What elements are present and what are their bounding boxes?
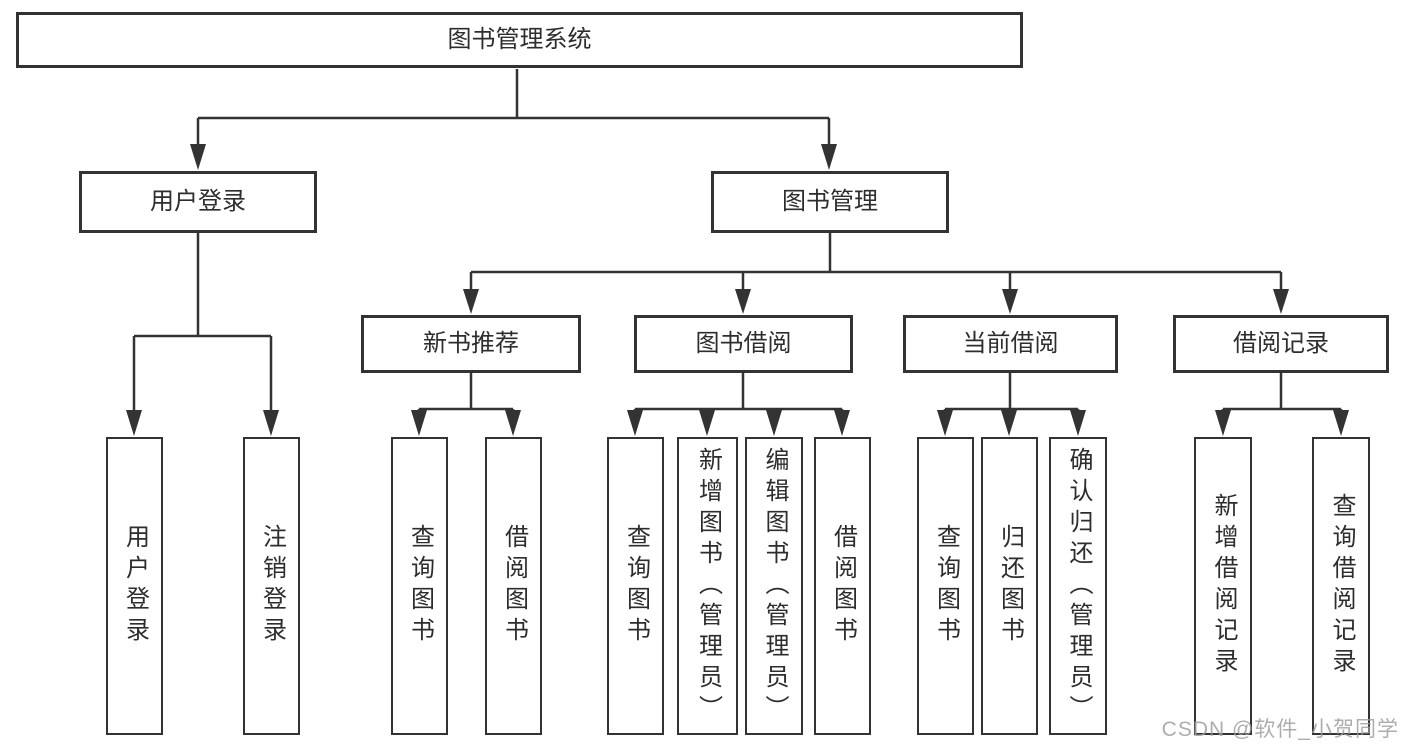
node-label: 当前借阅 [962, 330, 1059, 357]
node-root: 图书管理系统 [16, 12, 1023, 68]
leaf-label: 编辑图书（管理员） [761, 446, 788, 726]
leaf-label: 借阅图书 [500, 524, 528, 648]
leaf-label: 查询图书 [406, 524, 434, 648]
leaf-borrow-add-books: 新增图书（管理员） [677, 437, 738, 735]
node-user-login: 用户登录 [79, 171, 317, 233]
node-book-management: 图书管理 [711, 171, 949, 233]
leaf-borrow-borrow-books: 借阅图书 [814, 437, 871, 735]
leaf-current-query-books: 查询图书 [917, 437, 974, 735]
csdn-watermark: CSDN @软件_小贺同学 [1161, 718, 1399, 741]
node-book-borrow: 图书借阅 [634, 315, 853, 373]
leaf-label: 查询图书 [622, 524, 650, 648]
leaf-records-query-record: 查询借阅记录 [1312, 437, 1370, 735]
leaf-user-login: 用户登录 [106, 437, 163, 735]
leaf-label: 新增借阅记录 [1210, 493, 1237, 679]
leaf-newrec-query-books: 查询图书 [391, 437, 448, 735]
leaf-logout: 注销登录 [243, 437, 300, 735]
leaf-label: 注销登录 [258, 524, 286, 648]
leaf-label: 新增图书（管理员） [694, 446, 722, 726]
node-label: 图书管理系统 [447, 26, 592, 53]
node-new-book-recommend: 新书推荐 [361, 315, 581, 373]
leaf-borrow-query-books: 查询图书 [607, 437, 664, 735]
node-label: 新书推荐 [423, 330, 519, 357]
node-label: 图书借阅 [695, 330, 792, 357]
node-current-borrow: 当前借阅 [903, 315, 1118, 373]
leaf-label: 确认归还（管理员） [1065, 446, 1092, 726]
leaf-newrec-borrow-books: 借阅图书 [485, 437, 542, 735]
node-label: 借阅记录 [1233, 330, 1329, 357]
leaf-label: 用户登录 [121, 524, 149, 648]
node-label: 图书管理 [782, 188, 878, 215]
leaf-label: 借阅图书 [829, 524, 857, 648]
leaf-label: 归还图书 [996, 524, 1024, 648]
leaf-current-confirm-return: 确认归还（管理员） [1049, 437, 1107, 735]
node-label: 用户登录 [150, 188, 246, 215]
leaf-records-add-record: 新增借阅记录 [1194, 437, 1252, 735]
node-borrow-records: 借阅记录 [1173, 315, 1389, 373]
leaf-label: 查询借阅记录 [1328, 493, 1355, 679]
leaf-borrow-edit-books: 编辑图书（管理员） [745, 437, 803, 735]
leaf-current-return-books: 归还图书 [981, 437, 1038, 735]
leaf-label: 查询图书 [932, 524, 960, 648]
